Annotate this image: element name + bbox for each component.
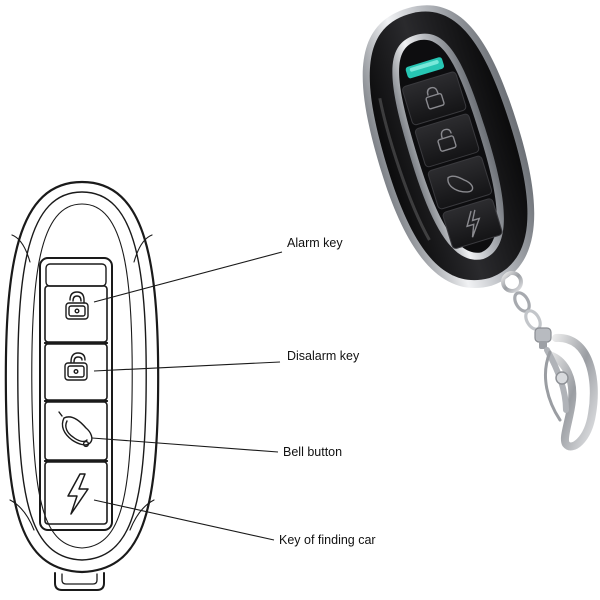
left-sweep-line <box>11 234 31 263</box>
bell-button-label: Bell button <box>283 445 342 459</box>
keychain-eyelet <box>501 271 523 293</box>
alarm-key-label: Alarm key <box>287 236 343 250</box>
right-lower-sweep <box>129 499 155 531</box>
photo-fob <box>362 5 535 288</box>
bell-button-leader <box>91 437 279 453</box>
photo-bell-icon <box>447 175 474 193</box>
keychain <box>501 271 598 451</box>
lock-open-icon <box>64 352 88 381</box>
disalarm-key-label: Disalarm key <box>287 349 360 363</box>
photo-disalarm-button[interactable] <box>414 113 480 168</box>
alarm-key-leader <box>93 251 283 303</box>
find-car-key[interactable] <box>44 461 108 525</box>
button-strip-frame <box>39 257 113 531</box>
right-sweep-line <box>133 234 153 263</box>
photo-find-car-button[interactable] <box>442 198 503 250</box>
callout-leaders <box>91 251 283 541</box>
photo-bell-button[interactable] <box>427 155 493 210</box>
keyring-loop-inner <box>61 573 98 585</box>
fob-outer-shell <box>4 180 160 574</box>
disalarm-key-leader <box>93 361 281 372</box>
fob-inner-contour <box>17 191 147 561</box>
led-window <box>45 263 107 287</box>
disalarm-key[interactable] <box>44 343 108 401</box>
lightning-bolt-icon <box>67 473 89 515</box>
line-drawing-fob <box>4 180 160 591</box>
find-car-leader <box>93 499 275 541</box>
bell-key[interactable] <box>44 401 108 461</box>
photo-lightning-icon <box>466 209 481 238</box>
photo-lock-closed-icon <box>425 86 445 110</box>
alarm-key[interactable] <box>44 285 108 343</box>
fob-bezel-contour <box>31 203 133 549</box>
left-lower-sweep <box>9 499 35 531</box>
lobster-clasp <box>548 334 598 451</box>
callout-labels: Alarm key Disalarm key Bell button Key o… <box>279 236 376 547</box>
bell-icon <box>58 411 93 448</box>
photo-lock-open-icon <box>437 128 457 152</box>
lock-closed-icon <box>65 291 89 320</box>
find-car-label: Key of finding car <box>279 533 376 547</box>
keyring-loop <box>54 572 105 591</box>
photo-alarm-button[interactable] <box>402 71 467 126</box>
